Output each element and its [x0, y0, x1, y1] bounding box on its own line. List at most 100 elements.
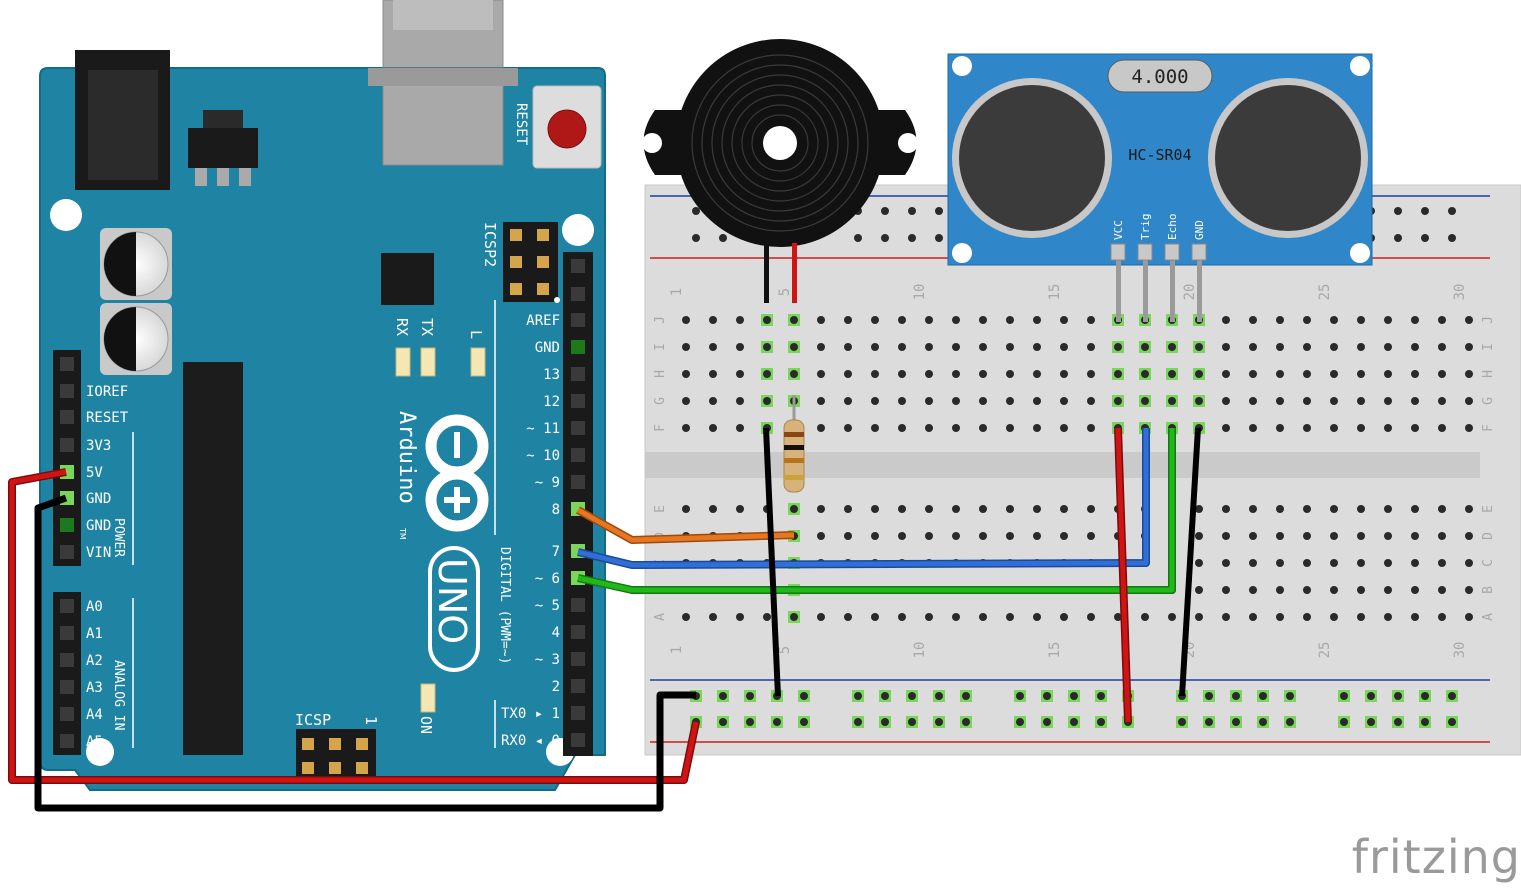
- header-pin: [60, 545, 74, 559]
- breadboard-hole: [1006, 532, 1014, 540]
- power-pin-label: IOREF: [86, 384, 128, 400]
- rail-hole: [1259, 692, 1267, 700]
- breadboard-hole: [1303, 505, 1311, 513]
- rail-hole: [1340, 718, 1348, 726]
- breadboard-hole: [979, 613, 987, 621]
- header-pin: [60, 357, 74, 371]
- breadboard-hole: [1465, 343, 1473, 351]
- column-label: 30: [1452, 642, 1468, 659]
- breadboard-hole: [1249, 343, 1257, 351]
- breadboard-hole: [871, 505, 879, 513]
- row-label: J: [653, 316, 668, 324]
- column-label: 10: [912, 284, 928, 301]
- sensor-model-label: HC-SR04: [1128, 146, 1191, 164]
- column-label: 5: [777, 646, 793, 654]
- rail-hole: [1205, 718, 1213, 726]
- breadboard-hole: [1330, 586, 1338, 594]
- breadboard-hole: [790, 370, 798, 378]
- breadboard-hole: [844, 532, 852, 540]
- rail-hole: [962, 718, 970, 726]
- analog-pin-label: A1: [86, 626, 103, 642]
- power-pin-label: GND: [86, 518, 111, 534]
- breadboard-hole: [925, 316, 933, 324]
- resistor: [783, 395, 805, 493]
- breadboard-hole: [1276, 370, 1284, 378]
- rail-hole: [881, 234, 889, 242]
- breadboard-hole: [1330, 316, 1338, 324]
- brand-label: Arduino: [394, 411, 419, 504]
- breadboard-hole: [817, 343, 825, 351]
- breadboard-hole: [763, 397, 771, 405]
- breadboard-hole: [844, 424, 852, 432]
- breadboard-hole: [1438, 424, 1446, 432]
- breadboard-hole: [1033, 505, 1041, 513]
- digital-pin-label: ~ 11: [526, 421, 560, 437]
- rail-hole: [935, 692, 943, 700]
- breadboard-hole: [1411, 586, 1419, 594]
- buzzer-ring: [711, 74, 849, 212]
- breadboard-hole: [1060, 316, 1068, 324]
- breadboard-hole: [1465, 532, 1473, 540]
- arduino-uno: RESET ICSP2 RX TX L ON Arduino: [39, 0, 606, 791]
- rx-label: RX: [393, 318, 411, 336]
- breadboard-hole: [925, 424, 933, 432]
- breadboard-hole: [1330, 505, 1338, 513]
- breadboard-hole: [1465, 316, 1473, 324]
- sensor-pin-label: Trig: [1139, 214, 1152, 241]
- breadboard-hole: [1006, 505, 1014, 513]
- breadboard-hole: [682, 613, 690, 621]
- breadboard-hole: [1168, 397, 1176, 405]
- breadboard-hole: [871, 424, 879, 432]
- breadboard-hole: [1114, 343, 1122, 351]
- digital-pin-label: 4: [552, 625, 560, 641]
- icsp-label: ICSP: [295, 711, 331, 729]
- wire-5v: [9, 469, 699, 783]
- buzzer-ring: [741, 104, 819, 182]
- breadboard-hole: [1222, 505, 1230, 513]
- breadboard-hole: [763, 343, 771, 351]
- rail-hole: [1178, 718, 1186, 726]
- breadboard-hole: [1276, 586, 1284, 594]
- rail-hole: [1232, 692, 1240, 700]
- breadboard-hole: [1222, 586, 1230, 594]
- rail-hole: [1448, 207, 1456, 215]
- breadboard-hole: [1384, 505, 1392, 513]
- breadboard-hole: [925, 532, 933, 540]
- on-led: [420, 683, 436, 713]
- breadboard-hole: [871, 613, 879, 621]
- rail-hole: [854, 692, 862, 700]
- reset-button-cap[interactable]: [547, 109, 587, 149]
- breadboard-hole: [952, 613, 960, 621]
- on-label: ON: [417, 716, 435, 734]
- analog-pin-label: A0: [86, 599, 103, 615]
- breadboard-hole: [1087, 316, 1095, 324]
- header-pin: [60, 518, 74, 532]
- header-pin: [60, 707, 74, 721]
- rail-hole: [1367, 718, 1375, 726]
- header-pin: [571, 706, 585, 720]
- row-label: G: [653, 397, 668, 405]
- breadboard-hole: [1195, 586, 1203, 594]
- breadboard-hole: [1087, 370, 1095, 378]
- breadboard-hole: [1276, 505, 1284, 513]
- breadboard-hole: [1087, 613, 1095, 621]
- breadboard-hole: [817, 370, 825, 378]
- breadboard-hole: [1195, 532, 1203, 540]
- breadboard-hole: [1087, 505, 1095, 513]
- rail-hole: [962, 692, 970, 700]
- breadboard-hole: [1303, 424, 1311, 432]
- breadboard-hole: [1033, 370, 1041, 378]
- breadboard-hole: [1411, 424, 1419, 432]
- breadboard-hole: [1330, 613, 1338, 621]
- header-pin: [571, 625, 585, 639]
- wire-trig: [577, 428, 1149, 568]
- breadboard-hole: [1411, 397, 1419, 405]
- analog-label: ANALOG IN: [111, 660, 126, 730]
- breadboard-hole: [1222, 316, 1230, 324]
- header-pin: [571, 652, 585, 666]
- breadboard-hole: [1438, 370, 1446, 378]
- breadboard-hole: [1006, 424, 1014, 432]
- breadboard-hole: [952, 370, 960, 378]
